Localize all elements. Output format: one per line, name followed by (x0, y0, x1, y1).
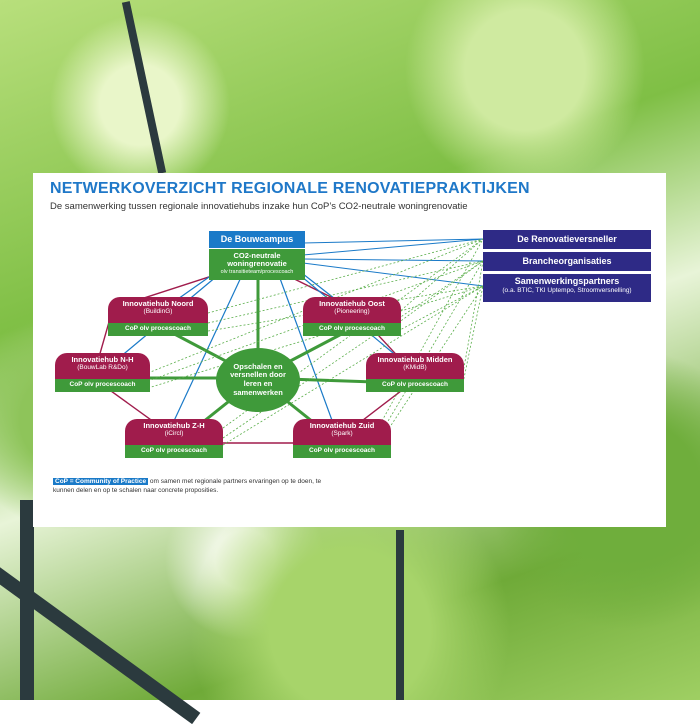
page-subtitle: De samenwerking tussen regionale innovat… (50, 201, 468, 212)
hub-midden: Innovatiehub Midden (KMidB) (366, 353, 464, 379)
bouwcampus-sub: olv transitieteam/procescoach (220, 268, 294, 275)
hub-oost: Innovatiehub Oost (Pioneering) (303, 297, 401, 323)
hub-midden-cop: CoP olv procescoach (366, 379, 464, 392)
hub-zuid: Innovatiehub Zuid (Spark) (293, 419, 391, 445)
hub-nh-name: Innovatiehub N-H (71, 355, 134, 364)
hub-midden-org: (KMidB) (403, 364, 427, 372)
hub-zh: Innovatiehub Z-H (iCircl) (125, 419, 223, 445)
greenhouse-beam (20, 500, 34, 700)
cop-footnote: CoP = Community of Practice om samen met… (53, 478, 333, 496)
partner-samenwerking-sub: (o.a. BTIC, TKI Uptempo, Stroomversnelli… (502, 286, 632, 294)
hub-zuid-name: Innovatiehub Zuid (309, 421, 375, 430)
partner-branche-label: Brancheorganisaties (522, 256, 612, 266)
hub-zh-org: (iCircl) (164, 430, 184, 438)
hub-zuid-cop: CoP olv procescoach (293, 445, 391, 458)
hub-zh-name: Innovatiehub Z-H (143, 421, 205, 430)
page-title: NETWERKOVERZICHT REGIONALE RENOVATIEPRAK… (50, 180, 530, 197)
partner-renovatieversneller-label: De Renovatieversneller (517, 234, 617, 244)
hub-noord-name: Innovatiehub Noord (122, 299, 194, 308)
cop-footnote-text: om samen met regionale partners ervaring… (53, 478, 322, 494)
hub-oost-name: Innovatiehub Oost (319, 299, 385, 308)
bouwcampus-label: De Bouwcampus (220, 234, 294, 244)
core-circle: Opschalen en versnellen door leren en sa… (216, 348, 300, 412)
network-diagram-card: NETWERKOVERZICHT REGIONALE RENOVATIEPRAK… (33, 173, 666, 527)
partner-samenwerking: Samenwerkingspartners (o.a. BTIC, TKI Up… (483, 274, 651, 302)
hub-to-partner-lines (147, 238, 484, 446)
connection-lines (92, 238, 484, 446)
hub-noord-org: (BuildinG) (143, 308, 173, 316)
core-text: Opschalen en versnellen door leren en sa… (230, 361, 286, 397)
hub-midden-name: Innovatiehub Midden (377, 355, 453, 364)
cop-footnote-term: CoP = Community of Practice (53, 478, 149, 485)
hub-oost-cop: CoP olv procescoach (303, 323, 401, 336)
partner-renovatieversneller: De Renovatieversneller (483, 230, 651, 249)
hub-zh-cop: CoP olv procescoach (125, 445, 223, 458)
bouwcampus-title: CO2-neutrale woningrenovatie (227, 251, 287, 269)
greenhouse-beam (396, 530, 404, 700)
bouwcampus-header: De Bouwcampus (209, 231, 305, 248)
hub-zuid-org: (Spark) (331, 430, 353, 438)
hub-nh-org: (BouwLab R&Do) (77, 364, 128, 372)
hub-noord-cop: CoP olv procescoach (108, 323, 208, 336)
partner-branche: Brancheorganisaties (483, 252, 651, 271)
partner-samenwerking-label: Samenwerkingspartners (514, 276, 620, 286)
hub-nh-cop: CoP olv procescoach (55, 379, 150, 392)
bouwcampus-cop-box: CO2-neutrale woningrenovatie olv transit… (209, 249, 305, 280)
hub-oost-org: (Pioneering) (334, 308, 370, 316)
hub-nh: Innovatiehub N-H (BouwLab R&Do) (55, 353, 150, 379)
hub-noord: Innovatiehub Noord (BuildinG) (108, 297, 208, 323)
